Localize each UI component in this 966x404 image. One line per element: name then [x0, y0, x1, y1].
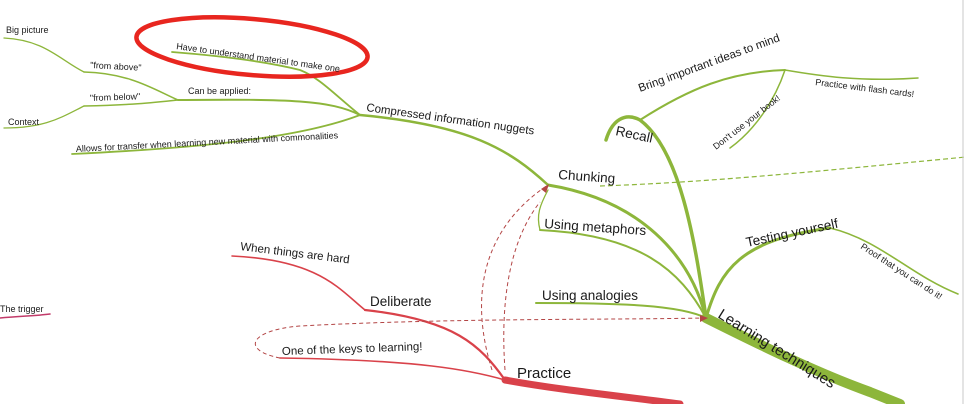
node-practice[interactable]: Practice	[517, 365, 571, 382]
dashed-link-practice-chunking	[481, 184, 549, 371]
branch-dont-use-book[interactable]	[729, 69, 786, 149]
branch-deliberate[interactable]	[363, 308, 507, 382]
node-testing[interactable]: Testing yourself	[745, 216, 840, 250]
branch-big-picture[interactable]	[3, 37, 85, 73]
red-branches	[0, 255, 684, 404]
node-learning-techniques[interactable]: Learning techniques	[715, 306, 839, 392]
node-chunking[interactable]: Chunking	[558, 167, 616, 186]
node-bring-ideas[interactable]: Bring important ideas to mind	[637, 32, 782, 94]
node-from-above[interactable]: "from above"	[90, 60, 142, 73]
branch-can-be-applied[interactable]	[177, 98, 361, 116]
branch-recall[interactable]	[604, 115, 708, 320]
branch-practice-trunk[interactable]	[501, 376, 684, 404]
branch-flash-cards[interactable]	[784, 69, 919, 81]
branch-compressed[interactable]	[358, 113, 550, 187]
node-context[interactable]: Context	[8, 117, 40, 127]
node-proof[interactable]: Proof that you can do it!	[859, 241, 944, 301]
node-when-hard[interactable]: When things are hard	[240, 241, 351, 266]
node-big-picture[interactable]: Big picture	[6, 25, 49, 35]
branch-testing[interactable]	[704, 226, 832, 320]
branch-trigger[interactable]	[0, 313, 51, 319]
node-trigger[interactable]: The trigger	[0, 304, 44, 314]
branch-keys[interactable]	[279, 357, 506, 381]
node-flash-cards[interactable]: Practice with flash cards!	[815, 77, 915, 99]
node-transfer[interactable]: Allows for transfer when learning new ma…	[76, 130, 339, 154]
node-can-be-applied[interactable]: Can be applied:	[188, 86, 251, 96]
branch-analogies[interactable]	[535, 302, 707, 319]
branch-chunking[interactable]	[546, 183, 708, 320]
node-from-below[interactable]: "from below"	[90, 91, 141, 103]
branch-metaphors[interactable]	[539, 229, 707, 319]
branch-proof[interactable]	[829, 227, 959, 295]
dashed-link-practice-metaphors	[503, 201, 541, 371]
branch-learning-trunk[interactable]	[701, 313, 905, 404]
node-dont-use-book[interactable]: Don't use your book!	[711, 93, 782, 152]
arrowhead-chunking	[541, 184, 549, 193]
highlight-ellipse	[134, 15, 370, 79]
dashed-links	[255, 184, 707, 371]
branch-from-below[interactable]	[83, 99, 179, 107]
branch-context[interactable]	[3, 105, 85, 129]
arrowhead-learning	[700, 315, 708, 322]
branch-transfer[interactable]	[71, 114, 361, 155]
node-keys[interactable]: One of the keys to learning!	[282, 341, 423, 358]
branch-from-above[interactable]	[83, 71, 179, 101]
branch-when-hard[interactable]	[231, 255, 366, 311]
node-deliberate[interactable]: Deliberate	[370, 294, 432, 309]
node-compressed[interactable]: Compressed information nuggets	[366, 102, 536, 137]
green-branches	[3, 37, 959, 404]
dashed-link-keys-learning	[255, 317, 707, 359]
node-metaphors[interactable]: Using metaphors	[544, 216, 647, 238]
dashed-link-chunking-right	[599, 156, 966, 187]
branch-bring-ideas[interactable]	[639, 69, 786, 121]
branch-understand[interactable]	[171, 51, 361, 116]
node-analogies[interactable]: Using analogies	[542, 288, 638, 303]
branch-metaphors-stub[interactable]	[537, 189, 549, 231]
